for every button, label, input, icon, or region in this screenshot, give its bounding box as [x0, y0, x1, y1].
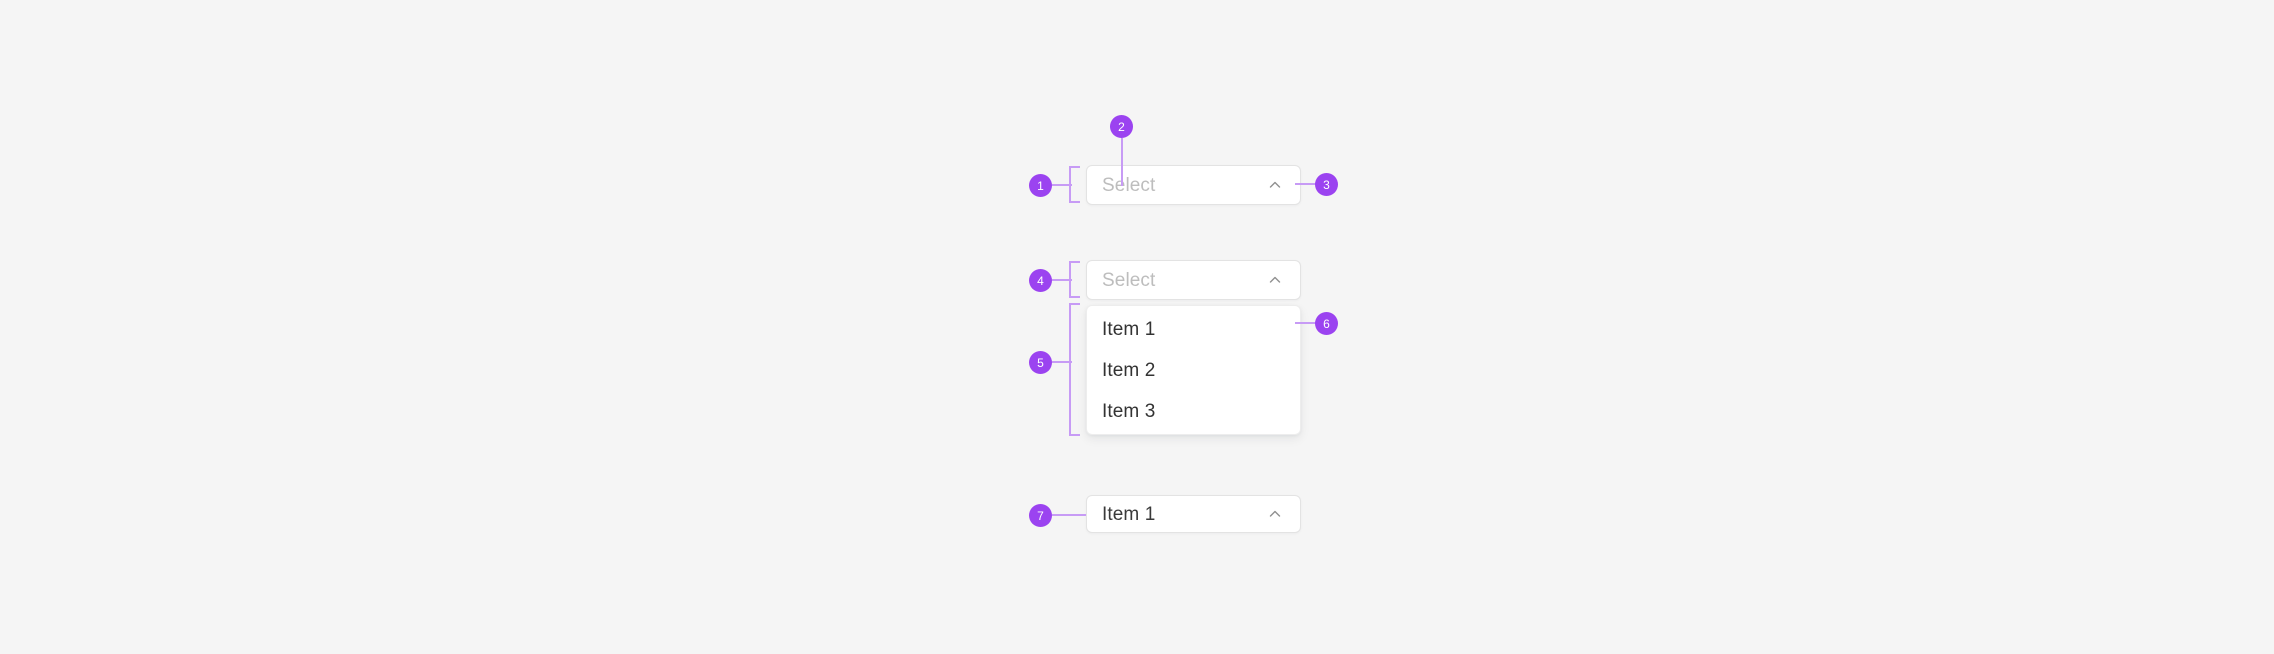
chevron-up-icon[interactable]	[1266, 271, 1284, 289]
annotation-badge-2[interactable]: 2	[1110, 115, 1133, 138]
annotation-connector-3	[1295, 183, 1316, 185]
annotation-badge-6[interactable]: 6	[1315, 312, 1338, 335]
annotation-connector-6	[1295, 322, 1316, 324]
annotation-connector-2	[1121, 138, 1123, 186]
dropdown-item-label: Item 1	[1102, 318, 1156, 340]
annotation-badge-4[interactable]: 4	[1029, 269, 1052, 292]
annotation-bracket-5	[1069, 303, 1080, 436]
dropdown-item-1[interactable]: Item 1	[1087, 309, 1300, 350]
select-placeholder-text: Select	[1102, 174, 1156, 196]
select-value-text: Item 1	[1102, 503, 1156, 525]
annotation-badge-7[interactable]: 7	[1029, 504, 1052, 527]
annotation-badge-3[interactable]: 3	[1315, 173, 1338, 196]
select-field-selected[interactable]: Item 1	[1086, 495, 1301, 533]
chevron-up-icon[interactable]	[1266, 176, 1284, 194]
annotation-connector-5	[1052, 361, 1072, 363]
select-field-closed[interactable]: Select	[1086, 165, 1301, 205]
dropdown-item-3[interactable]: Item 3	[1087, 391, 1300, 432]
annotation-connector-1	[1052, 184, 1072, 186]
select-open-placeholder-text: Select	[1102, 269, 1156, 291]
annotation-connector-4	[1052, 279, 1072, 281]
dropdown-item-2[interactable]: Item 2	[1087, 350, 1300, 391]
annotation-badge-5[interactable]: 5	[1029, 351, 1052, 374]
select-field-open[interactable]: Select	[1086, 260, 1301, 300]
annotation-bracket-1	[1069, 166, 1080, 203]
annotation-badge-1[interactable]: 1	[1029, 174, 1052, 197]
annotation-bracket-4	[1069, 261, 1080, 298]
dropdown-item-label: Item 3	[1102, 400, 1156, 422]
annotation-connector-7	[1052, 514, 1086, 516]
dropdown-item-label: Item 2	[1102, 359, 1156, 381]
dropdown-menu[interactable]: Item 1 Item 2 Item 3	[1086, 305, 1301, 435]
chevron-up-icon[interactable]	[1266, 505, 1284, 523]
